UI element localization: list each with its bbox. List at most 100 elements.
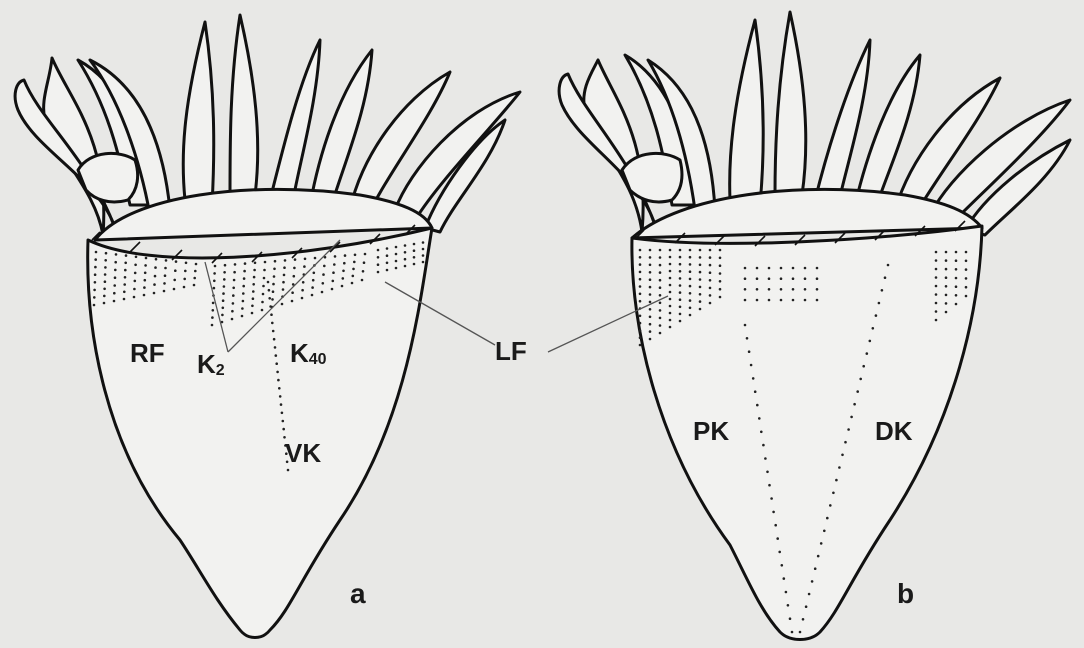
cilia-dot (639, 285, 642, 288)
cilia-dot (778, 551, 781, 554)
cilia-dot (881, 289, 884, 292)
cilia-dot (669, 277, 672, 280)
cilia-dot (174, 269, 177, 272)
cilia-dot (114, 261, 117, 264)
cilia-dot (281, 412, 284, 415)
cilia-dot (935, 293, 938, 296)
cilia-dot (222, 307, 225, 310)
cilia-dot (262, 285, 265, 288)
label-pk: PK (693, 416, 729, 446)
cilia-dot (241, 307, 244, 310)
cilia-dot (274, 260, 277, 263)
cilia-dot (649, 278, 652, 281)
cilia-dot (232, 302, 235, 305)
cilia-dot (377, 263, 380, 266)
cilia-dot (768, 484, 771, 487)
cilia-dot (659, 317, 662, 320)
cilia-dot (649, 316, 652, 319)
cilia-dot (155, 258, 158, 261)
cilia-dot (231, 318, 234, 321)
cilia-dot (689, 270, 692, 273)
cilia-dot (965, 260, 968, 263)
cilia-dot (211, 316, 214, 319)
cilia-dot (835, 479, 838, 482)
cilia-dot (780, 267, 783, 270)
cilia-dot (884, 276, 887, 279)
cilia-dot (754, 390, 757, 393)
cilia-dot (154, 275, 157, 278)
cilia-dot (689, 263, 692, 266)
cilia-dot (847, 428, 850, 431)
cilia-dot (719, 280, 722, 283)
cilia-dot (293, 267, 296, 270)
cilia-dot (649, 301, 652, 304)
cilia-dot (275, 354, 278, 357)
cilia-dot (144, 279, 147, 282)
cilia-dot (362, 270, 365, 273)
cilia-dot (282, 420, 285, 423)
cilia-dot (344, 254, 347, 257)
cilia-dot (817, 555, 820, 558)
cilia-dot (395, 253, 398, 256)
cilia-dot (719, 249, 722, 252)
cilia-dot (639, 271, 642, 274)
panel-b-membranelles (559, 12, 1070, 238)
cilia-dot (114, 269, 117, 272)
cilia-dot (756, 277, 759, 280)
cilia-dot (965, 286, 968, 289)
cilia-dot (164, 267, 167, 270)
cilia-dot (945, 251, 948, 254)
cilia-dot (679, 263, 682, 266)
cilia-dot (277, 379, 280, 382)
cilia-dot (134, 280, 137, 283)
cilia-dot (781, 564, 784, 567)
cilia-dot (649, 249, 652, 252)
cilia-dot (311, 286, 314, 289)
cilia-dot (965, 251, 968, 254)
cilia-dot (333, 263, 336, 266)
cilia-dot (669, 319, 672, 322)
cilia-dot (314, 257, 317, 260)
cilia-dot (194, 270, 197, 273)
cilia-dot (659, 271, 662, 274)
cilia-dot (282, 281, 285, 284)
cilia-dot (291, 300, 294, 303)
cilia-dot (243, 277, 246, 280)
cilia-dot (377, 271, 380, 274)
cilia-dot (935, 251, 938, 254)
cilia-dot (193, 284, 196, 287)
cilia-dot (719, 272, 722, 275)
cilia-dot (213, 272, 216, 275)
cilia-dot (165, 259, 168, 262)
cilia-dot (163, 290, 166, 293)
cilia-dot (955, 285, 958, 288)
cilia-dot (699, 300, 702, 303)
cilia-dot (669, 291, 672, 294)
cilia-dot (303, 265, 306, 268)
cilia-dot (789, 617, 792, 620)
cilia-dot (213, 280, 216, 283)
label-dk: DK (875, 416, 913, 446)
cilia-dot (649, 338, 652, 341)
cilia-dot (935, 276, 938, 279)
cilia-dot (945, 259, 948, 262)
cilia-dot (768, 288, 771, 291)
cilia-dot (659, 264, 662, 267)
cilia-dot (293, 275, 296, 278)
cilia-dot (709, 279, 712, 282)
cilia-dot (291, 291, 294, 294)
panel-a: RF K2 K40 VK a (15, 15, 520, 638)
label-rf: RF (130, 338, 165, 368)
cilia-dot (709, 302, 712, 305)
cilia-dot (805, 605, 808, 608)
cilia-dot (222, 292, 225, 295)
cilia-dot (184, 270, 187, 273)
cilia-dot (649, 286, 652, 289)
cilia-dot (386, 269, 389, 272)
cilia-dot (649, 308, 652, 311)
cilia-dot (804, 299, 807, 302)
cilia-dot (689, 256, 692, 259)
cilia-dot (699, 271, 702, 274)
